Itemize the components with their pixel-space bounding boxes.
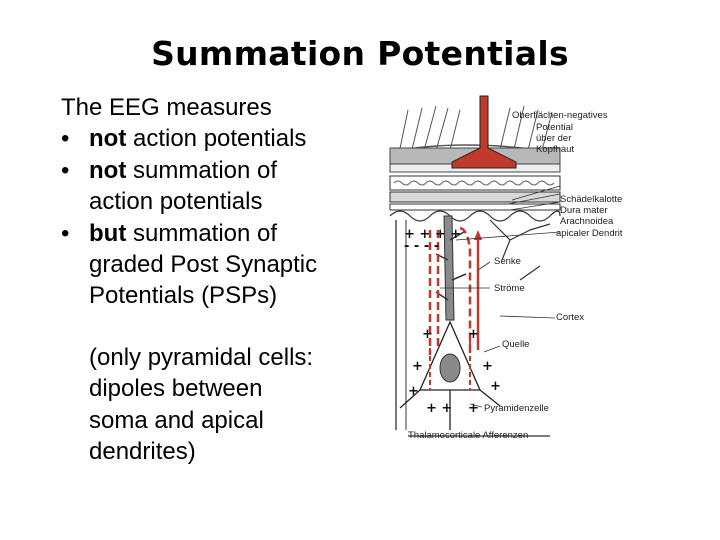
svg-text:+: + <box>468 327 479 342</box>
svg-text:+: + <box>408 384 419 399</box>
slide-title: Summation Potentials <box>151 34 569 73</box>
note-line-4: dendrites) <box>89 438 196 466</box>
bullet-3-text: summation of <box>126 219 278 247</box>
bullet-2-text: summation of <box>126 156 278 184</box>
label-arachnoid: Arachnoidea <box>560 216 614 227</box>
svg-text:+: + <box>468 401 479 416</box>
note-line-2: dipoles between <box>89 375 263 403</box>
pyramidal-cell <box>399 320 501 430</box>
current-arrowhead <box>474 230 482 240</box>
svg-text:+ +: + + <box>426 401 452 416</box>
dendrite-branches <box>489 219 551 281</box>
label-dura: Dura mater <box>560 205 608 216</box>
label-surface-4: Kopfhaut <box>536 144 574 155</box>
skull-layer <box>389 175 561 211</box>
bullet-symbol: • <box>61 219 70 247</box>
label-source: Quelle <box>502 339 529 350</box>
cortex-diagram-svg: + + + + - - - - + + + + + + + + + Oberfl… <box>389 95 623 441</box>
spacer <box>61 312 381 342</box>
current-arrows <box>428 226 480 355</box>
bullet-3-continuation: graded Post Synaptic <box>89 251 318 279</box>
bullet-3-bold: but <box>89 219 127 247</box>
bullet-symbol: • <box>61 125 70 153</box>
intro-line: The EEG measures <box>61 94 272 121</box>
label-apical-dendrite: apicaler Dendrit <box>556 228 623 239</box>
bullet-1-text: action potentials <box>126 125 307 153</box>
bullet-2-bold: not <box>89 156 127 184</box>
label-cortex: Cortex <box>556 312 584 323</box>
charge-signs: + + + + - - - - + + + + + + + + + <box>404 227 501 416</box>
label-sink: Senke <box>494 256 521 267</box>
slide-body: The EEG measures •not action potentials … <box>61 92 381 467</box>
label-afferents: Thalamocorticale Afferenzen <box>408 430 528 441</box>
svg-text:+: + <box>422 327 433 342</box>
label-surface-2: Potential <box>536 122 573 133</box>
label-pyramidal-cell: Pyramidenzelle <box>484 403 549 414</box>
svg-text:+: + <box>490 379 501 394</box>
bullet-3: • but summation of <box>61 218 381 249</box>
bullet-2-continuation: action potentials <box>89 188 263 216</box>
bullet-1: • not action potentials <box>61 123 381 154</box>
svg-text:+ + + +: + + + + <box>404 227 461 242</box>
svg-text:+: + <box>482 359 493 374</box>
bullet-3-continuation-2: Potentials (PSPs) <box>89 282 278 310</box>
label-surface-1: Oberflächen-negatives <box>512 110 608 121</box>
arachnoid-layer <box>389 210 561 222</box>
label-currents: Ströme <box>494 283 525 294</box>
bullet-1-bold: not <box>89 125 127 153</box>
bullet-symbol: • <box>61 156 70 184</box>
note-line-3: soma and apical <box>89 406 264 434</box>
cortex-diagram: + + + + - - - - + + + + + + + + + Oberfl… <box>360 90 690 450</box>
pointer-lines <box>440 185 561 408</box>
apical-dendrite <box>435 215 467 321</box>
svg-text:+: + <box>412 359 423 374</box>
bullet-2: • not summation of <box>61 155 381 186</box>
svg-text:- - - -: - - - - <box>404 239 439 254</box>
surface-potential-marker <box>451 95 517 169</box>
note-line-1: (only pyramidal cells: <box>89 343 314 371</box>
label-surface-3: über der <box>536 133 571 144</box>
label-skull: Schädelkalotte <box>560 194 622 205</box>
